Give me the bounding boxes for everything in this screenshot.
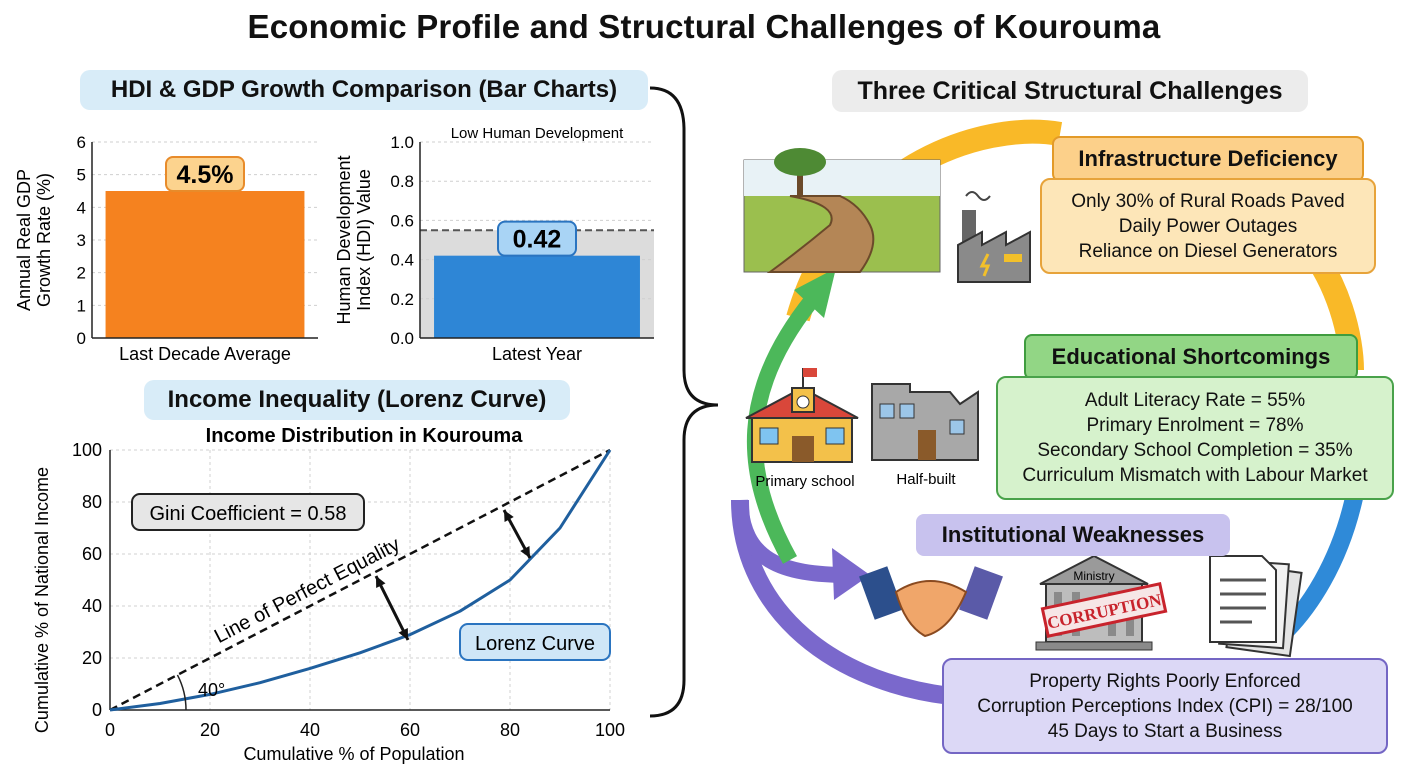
x-tick-label: 0 bbox=[105, 720, 115, 740]
y-tick-label: 0.2 bbox=[390, 290, 414, 309]
gap-arrow-head bbox=[504, 510, 514, 522]
y-tick-label: 5 bbox=[77, 166, 86, 185]
x-tick-label: 60 bbox=[400, 720, 420, 740]
band-label: Low Human Development bbox=[451, 125, 624, 142]
institutions-line: Property Rights Poorly Enforced bbox=[1029, 670, 1301, 692]
data-label-box bbox=[165, 156, 245, 192]
y-tick-label: 0.4 bbox=[390, 251, 414, 270]
bar bbox=[434, 255, 640, 338]
y-tick-label: 1.0 bbox=[390, 133, 414, 152]
x-tick-label: 80 bbox=[500, 720, 520, 740]
x-tick-label: 100 bbox=[595, 720, 625, 740]
lorenz-section-header: Income Inequality (Lorenz Curve) bbox=[144, 380, 570, 420]
half-built-school-icon bbox=[871, 383, 979, 461]
lorenz-chart-title: Income Distribution in Kourouma bbox=[206, 425, 524, 447]
y-tick-label: 4 bbox=[77, 198, 86, 217]
institutions-arc bbox=[732, 499, 851, 583]
x-tick-label: 20 bbox=[200, 720, 220, 740]
rural-road-icon bbox=[743, 148, 941, 273]
infrastructure-line: Reliance on Diesel Generators bbox=[1078, 240, 1338, 262]
y-axis-label: Annual Real GDP bbox=[14, 169, 34, 311]
education-line: Primary Enrolment = 78% bbox=[1086, 415, 1304, 436]
institutions-arrowhead bbox=[832, 548, 870, 600]
y-tick-label: 20 bbox=[82, 648, 102, 668]
gap-arrow-head bbox=[376, 576, 386, 588]
data-label: 0.42 bbox=[513, 226, 562, 254]
primary-school-icon bbox=[745, 368, 859, 463]
gap-arrow-head bbox=[520, 546, 530, 558]
bar bbox=[105, 191, 305, 338]
ministry-label: Ministry bbox=[1073, 569, 1114, 583]
y-tick-label: 80 bbox=[82, 492, 102, 512]
y-tick-label: 0.6 bbox=[390, 211, 414, 230]
documents-icon bbox=[1209, 555, 1303, 658]
x-tick-label: Latest Year bbox=[492, 344, 582, 364]
gini-label: Gini Coefficient = 0.58 bbox=[150, 503, 347, 525]
education-details: Adult Literacy Rate = 55% Primary Enrolm… bbox=[996, 376, 1394, 500]
lorenz-label-box bbox=[459, 623, 611, 661]
gap-arrow-head bbox=[398, 628, 408, 640]
y-axis-label: Growth Rate (%) bbox=[34, 173, 54, 307]
y-tick-label: 0.8 bbox=[390, 172, 414, 191]
primary-school-label: Primary school bbox=[755, 473, 854, 490]
y-tick-label: 60 bbox=[82, 544, 102, 564]
infrastructure-title: Infrastructure Deficiency bbox=[1052, 136, 1364, 182]
education-arrowhead bbox=[794, 268, 836, 318]
institutions-details: Property Rights Poorly Enforced Corrupti… bbox=[942, 658, 1388, 754]
education-line: Curriculum Mismatch with Labour Market bbox=[1022, 465, 1368, 486]
education-title: Educational Shortcomings bbox=[1024, 334, 1358, 380]
y-tick-label: 40 bbox=[82, 596, 102, 616]
infrastructure-details: Only 30% of Rural Roads Paved Daily Powe… bbox=[1040, 178, 1376, 274]
challenges-section-header: Three Critical Structural Challenges bbox=[832, 70, 1308, 112]
lorenz-curve-label: Lorenz Curve bbox=[475, 633, 595, 655]
y-axis-label: Index (HDI) Value bbox=[354, 169, 374, 311]
x-axis-label: Cumulative % of Population bbox=[243, 744, 464, 764]
y-tick-label: 3 bbox=[77, 231, 86, 250]
institutions-line: 45 Days to Start a Business bbox=[1047, 720, 1283, 742]
y-tick-label: 0.0 bbox=[390, 329, 414, 348]
y-axis-label: Cumulative % of National Income bbox=[32, 467, 52, 733]
connector-bracket bbox=[649, 86, 719, 718]
data-label: 4.5% bbox=[177, 161, 234, 189]
education-line: Adult Literacy Rate = 55% bbox=[1084, 390, 1306, 411]
y-tick-label: 2 bbox=[77, 264, 86, 283]
handshake-icon bbox=[859, 566, 1003, 638]
institutions-title: Institutional Weaknesses bbox=[916, 514, 1230, 556]
page-title: Economic Profile and Structural Challeng… bbox=[247, 8, 1161, 45]
half-built-label: Half-built bbox=[896, 471, 956, 488]
y-tick-label: 0 bbox=[92, 700, 102, 720]
gap-arrow bbox=[374, 575, 410, 641]
infrastructure-line: Only 30% of Rural Roads Paved bbox=[1071, 190, 1345, 212]
factory-icon bbox=[957, 191, 1031, 283]
equality-line bbox=[109, 448, 611, 712]
infrastructure-line: Daily Power Outages bbox=[1118, 215, 1298, 237]
gini-box bbox=[131, 493, 365, 531]
y-tick-label: 1 bbox=[77, 296, 86, 315]
lorenz-curve-line bbox=[109, 449, 612, 712]
angle-label: 40° bbox=[198, 680, 225, 700]
x-tick-label: 40 bbox=[300, 720, 320, 740]
y-tick-label: 0 bbox=[77, 329, 86, 348]
y-tick-label: 6 bbox=[77, 133, 86, 152]
institutions-line: Corruption Perceptions Index (CPI) = 28/… bbox=[977, 695, 1353, 717]
y-axis-label: Human Development bbox=[334, 155, 354, 324]
y-tick-label: 100 bbox=[72, 440, 102, 460]
hdi-gdp-section-header: HDI & GDP Growth Comparison (Bar Charts) bbox=[80, 70, 648, 110]
data-label-box bbox=[497, 220, 577, 257]
hdi-chart: Low Human Development 0.0 0.2 0.4 0.6 0.8 1.0L… bbox=[334, 125, 654, 364]
angle-arc bbox=[176, 674, 187, 711]
education-line: Secondary School Completion = 35% bbox=[1037, 440, 1353, 461]
x-tick-label: Last Decade Average bbox=[119, 344, 291, 364]
